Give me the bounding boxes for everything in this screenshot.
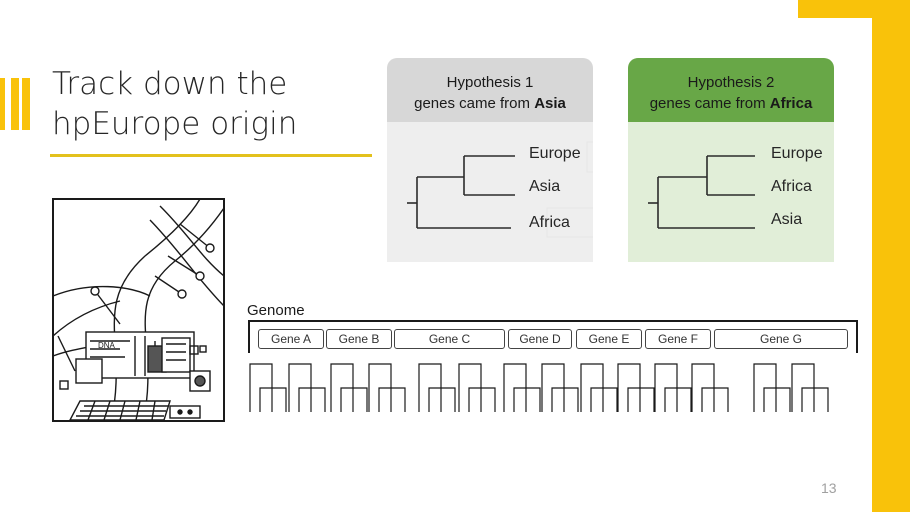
hypothesis-2-tree: [648, 155, 755, 229]
gene-c: Gene C: [394, 329, 505, 349]
hypothesis-1-heading: Hypothesis 1: [446, 74, 534, 91]
sketch-chip-text: DNA: [98, 341, 116, 350]
hypothesis-2-origin: Africa: [769, 95, 813, 112]
gene-tree-10: [617, 363, 655, 412]
genome-label: Genome: [247, 302, 305, 319]
page-number: 13: [821, 480, 837, 496]
gene-tree-13: [753, 363, 791, 412]
gene-tree-4: [368, 363, 406, 412]
gene-tree-7: [503, 363, 541, 412]
hypothesis-1-leaf-3: Africa: [529, 214, 570, 231]
title-line-2: hpEurope origin: [52, 106, 298, 142]
title-line-1: Track down the: [52, 66, 288, 102]
gene-trees: [249, 363, 829, 412]
gene-f: Gene F: [645, 329, 711, 349]
hypothesis-2-header: Hypothesis 2 genes came from Africa: [628, 58, 834, 122]
gene-tree-11: [654, 363, 692, 412]
gene-tree-3: [330, 363, 368, 412]
title-underline: [50, 154, 372, 157]
gene-tree-8: [541, 363, 579, 412]
slide-title: Track down the hpEurope origin: [52, 64, 297, 144]
hypothesis-1-leaf-1: Europe: [529, 145, 581, 162]
hypothesis-1-header: Hypothesis 1 genes came from Asia: [387, 58, 593, 122]
gene-tree-9: [580, 363, 618, 412]
hypothesis-1-subtitle: genes came from Asia: [414, 95, 566, 112]
hypothesis-1-tree: [407, 141, 593, 238]
hypothesis-2-subtitle: genes came from Africa: [649, 95, 813, 112]
accent-strip: [872, 18, 910, 512]
dna-lab-computer-sketch-icon: DNA: [52, 198, 225, 422]
hypothesis-1-origin: Asia: [534, 95, 566, 112]
hypothesis-2-leaf-1: Europe: [771, 145, 823, 162]
gene-tree-1: [249, 363, 287, 412]
hypothesis-1-leaf-2: Asia: [529, 178, 561, 195]
hypothesis-2-leaf-3: Asia: [771, 211, 803, 228]
gene-a: Gene A: [258, 329, 324, 349]
accent-bar-1: [0, 78, 5, 130]
hypothesis-2-body: [628, 110, 834, 262]
hypothesis-2-heading: Hypothesis 2: [687, 74, 775, 91]
hypothesis-1-panel: Hypothesis 1 genes came from Asia Europe…: [387, 58, 593, 262]
hypothesis-2-panel: Hypothesis 2 genes came from Africa Euro…: [628, 58, 834, 262]
gene-b: Gene B: [326, 329, 392, 349]
gene-e: Gene E: [576, 329, 642, 349]
gene-g: Gene G: [714, 329, 848, 349]
gene-d: Gene D: [508, 329, 572, 349]
gene-tree-6: [458, 363, 496, 412]
hypothesis-2-leaf-2: Africa: [771, 178, 812, 195]
accent-bar-3: [22, 78, 30, 130]
gene-tree-12: [691, 363, 729, 412]
gene-tree-5: [418, 363, 456, 412]
accent-bar-2: [11, 78, 19, 130]
gene-tree-14: [791, 363, 829, 412]
gene-tree-2: [288, 363, 326, 412]
genome-bracket: [248, 320, 858, 353]
